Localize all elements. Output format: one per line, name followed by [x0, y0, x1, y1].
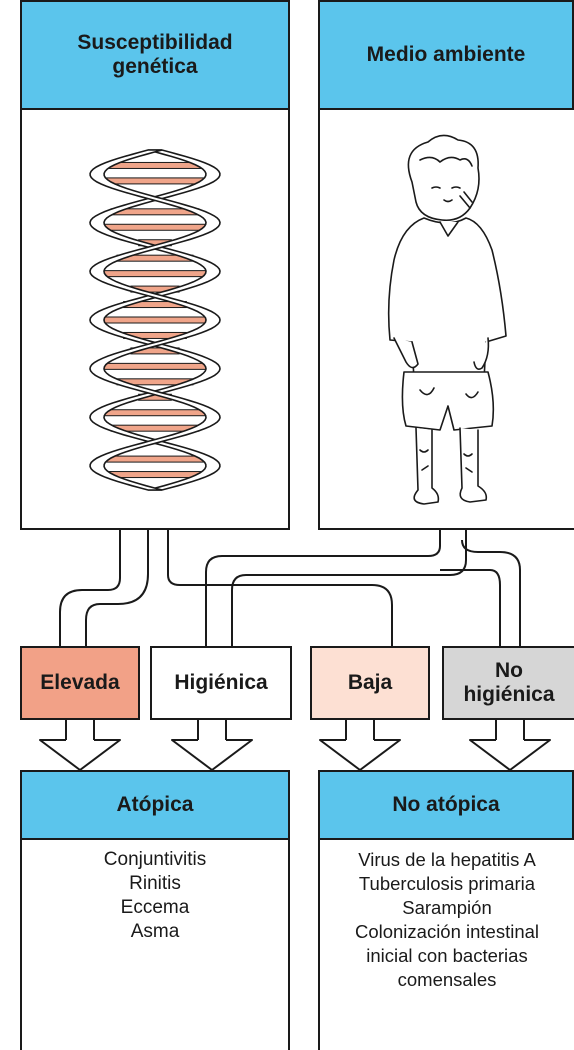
- pipe-env-to-higienica: [205, 528, 441, 648]
- pipe-env-to-higienica-inner: [231, 528, 467, 648]
- no-atopica-header: No atópica: [318, 770, 574, 840]
- genetic-panel: [20, 108, 290, 530]
- no-atopica-item: Tuberculosis primaria: [358, 873, 536, 894]
- factor-baja: Baja: [310, 646, 430, 720]
- genetic-header-line2: genética: [112, 55, 198, 78]
- dna-rung: [97, 270, 213, 278]
- dna-rung: [96, 316, 214, 324]
- pipe-genetic-to-elevada-inner: [85, 528, 149, 648]
- dna-rung: [101, 177, 209, 185]
- no-atopica-item: Virus de la hepatitis A: [358, 849, 536, 870]
- atopica-title: Atópica: [116, 793, 194, 816]
- arrow-baja: [319, 739, 401, 771]
- arrow-nohigienica: [469, 739, 551, 771]
- pipe-env-to-nohigienica: [461, 539, 521, 648]
- genetic-header-line1: Susceptibilidad: [77, 31, 233, 54]
- arrow-elevada: [39, 739, 121, 771]
- pipe-genetic-to-elevada: [59, 528, 121, 648]
- environment-panel: [318, 108, 574, 530]
- atopica-item: Eccema: [120, 897, 190, 918]
- dna-rung: [105, 471, 205, 479]
- dna-rung: [98, 409, 212, 417]
- factor-baja-label: Baja: [347, 671, 393, 694]
- no-atopica-item: Sarampión: [402, 897, 492, 918]
- atopica-list: Conjuntivitis Rinitis Eccema Asma: [22, 848, 288, 944]
- dna-rung: [98, 223, 212, 231]
- dna-helix-illustration: [89, 149, 221, 491]
- factor-higienica-label: Higiénica: [174, 671, 268, 694]
- dna-strand-2: [89, 149, 221, 491]
- factor-higienica: Higiénica: [150, 646, 292, 720]
- factor-elevada: Elevada: [20, 646, 140, 720]
- arrow-higienica: [171, 739, 253, 771]
- dna-rung: [101, 455, 209, 463]
- no-atopica-item: comensales: [397, 969, 497, 990]
- genetic-susceptibility-header: Susceptibilidad genética: [20, 0, 290, 110]
- no-atopica-title: No atópica: [392, 793, 500, 816]
- no-atopica-item: Colonización intestinal: [354, 921, 540, 942]
- factor-no-higienica-line1: No: [495, 659, 523, 682]
- no-atopica-list: Virus de la hepatitis A Tuberculosis pri…: [320, 848, 574, 992]
- factor-no-higienica-line2: higiénica: [463, 683, 555, 706]
- dna-rung: [97, 362, 213, 370]
- factor-elevada-label: Elevada: [40, 671, 120, 694]
- environment-header: Medio ambiente: [318, 0, 574, 110]
- atopica-header: Atópica: [20, 770, 290, 840]
- atopica-panel: Conjuntivitis Rinitis Eccema Asma: [20, 838, 290, 1050]
- atopica-item: Asma: [130, 921, 180, 942]
- factor-no-higienica: No higiénica: [442, 646, 574, 720]
- no-atopica-panel: Virus de la hepatitis A Tuberculosis pri…: [318, 838, 574, 1050]
- pipe-genetic-to-baja: [167, 528, 393, 648]
- environment-header-title: Medio ambiente: [366, 43, 526, 66]
- child-illustration: [387, 134, 507, 505]
- no-atopica-item: inicial con bacterias: [366, 945, 528, 966]
- pipe-env-to-nohigienica-inner: [440, 569, 501, 648]
- atopica-item: Rinitis: [129, 873, 181, 894]
- atopica-item: Conjuntivitis: [103, 849, 207, 870]
- dna-rung: [105, 161, 205, 169]
